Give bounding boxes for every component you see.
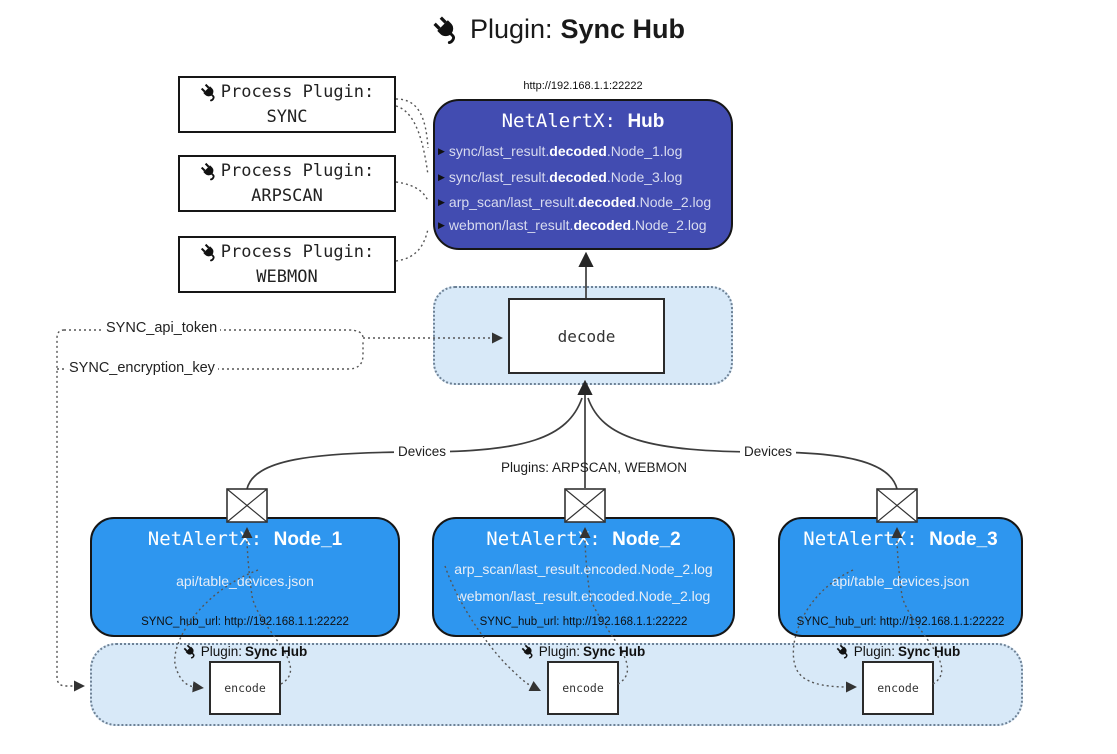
edge-sync-to-log1 <box>395 98 429 149</box>
plug-icon <box>183 644 195 659</box>
encode-plugin-label: Plugin: Sync Hub <box>160 644 330 659</box>
process-plugin-label: Process Plugin: <box>220 241 375 262</box>
plug-icon <box>433 15 455 44</box>
sync-api-token-label: SYNC_api_token <box>103 320 221 336</box>
log-arrow-icon: ▶ <box>438 145 445 156</box>
encode-plugin-label: Plugin: Sync Hub <box>498 644 668 659</box>
hub-log-row: ▶sync/last_result.decoded.Node_3.log <box>438 169 683 185</box>
hub-url: http://192.168.1.1:22222 <box>523 80 643 92</box>
node-1-box: NetAlertX: Node_1 api/table_devices.json… <box>90 517 400 637</box>
edge-label-plugins: Plugins: ARPSCAN, WEBMON <box>501 460 688 475</box>
node-hub-url: SYNC_hub_url: http://192.168.1.1:22222 <box>479 616 688 628</box>
encode-box-1: encode <box>209 661 281 715</box>
title-prefix: Plugin: <box>469 14 553 44</box>
node-file: webmon/last_result.encoded.Node_2.log <box>456 588 711 604</box>
node-file: api/table_devices.json <box>831 573 970 589</box>
hub-log-row: ▶webmon/last_result.decoded.Node_2.log <box>438 217 707 233</box>
plug-icon <box>200 162 215 181</box>
hub-name-prefix: NetAlertX: <box>501 110 616 132</box>
node-file: api/table_devices.json <box>176 573 314 589</box>
edge-sync-to-log2 <box>395 105 429 176</box>
edge-keys-to-encode-band <box>56 329 85 692</box>
process-plugin-name: SYNC <box>266 106 308 127</box>
edge-label-devices-right: Devices <box>740 444 797 459</box>
edge-webmon-to-log4 <box>395 228 429 262</box>
node-3-box: NetAlertX: Node_3 api/table_devices.json… <box>778 517 1023 637</box>
hub-title: NetAlertX: Hub <box>435 110 731 133</box>
page-title: Plugin: Sync Hub <box>0 14 1117 45</box>
log-arrow-icon: ▶ <box>438 171 445 182</box>
node-title: NetAlertX: Node_1 <box>147 528 343 550</box>
decode-label: decode <box>557 326 616 346</box>
edge-arpscan-to-log3 <box>395 181 429 202</box>
hub-box: NetAlertX: Hub ▶sync/last_result.decoded… <box>433 99 733 250</box>
hub-log-row: ▶sync/last_result.decoded.Node_1.log <box>438 143 683 159</box>
process-plugin-name: WEBMON <box>256 266 318 287</box>
log-arrow-icon: ▶ <box>438 196 445 207</box>
node-hub-url: SYNC_hub_url: http://192.168.1.1:22222 <box>141 616 349 628</box>
node-title: NetAlertX: Node_3 <box>803 528 998 550</box>
process-plugin-label: Process Plugin: <box>220 160 375 181</box>
log-arrow-icon: ▶ <box>438 219 445 230</box>
hub-log-row: ▶arp_scan/last_result.decoded.Node_2.log <box>438 194 712 210</box>
plug-icon <box>521 644 533 659</box>
process-plugin-arpscan: Process Plugin: ARPSCAN <box>178 155 396 212</box>
plug-icon <box>200 83 215 102</box>
plug-icon <box>836 644 848 659</box>
plug-icon <box>200 243 215 262</box>
process-plugin-label: Process Plugin: <box>220 81 375 102</box>
node-hub-url: SYNC_hub_url: http://192.168.1.1:22222 <box>796 616 1005 628</box>
decode-box: decode <box>508 298 665 374</box>
title-bold: Sync Hub <box>560 14 686 44</box>
sync-encryption-key-label: SYNC_encryption_key <box>66 360 218 376</box>
process-plugin-webmon: Process Plugin: WEBMON <box>178 236 396 293</box>
edge-label-devices-left: Devices <box>394 444 451 459</box>
process-plugin-name: ARPSCAN <box>251 185 323 206</box>
encode-box-3: encode <box>862 661 934 715</box>
process-plugin-sync: Process Plugin: SYNC <box>178 76 396 133</box>
encode-plugin-label: Plugin: Sync Hub <box>813 644 983 659</box>
hub-name-bold: Hub <box>627 111 665 132</box>
node-title: NetAlertX: Node_2 <box>486 528 681 550</box>
node-file: arp_scan/last_result.encoded.Node_2.log <box>454 561 713 577</box>
node-2-box: NetAlertX: Node_2 arp_scan/last_result.e… <box>432 517 735 637</box>
encode-box-2: encode <box>547 661 619 715</box>
